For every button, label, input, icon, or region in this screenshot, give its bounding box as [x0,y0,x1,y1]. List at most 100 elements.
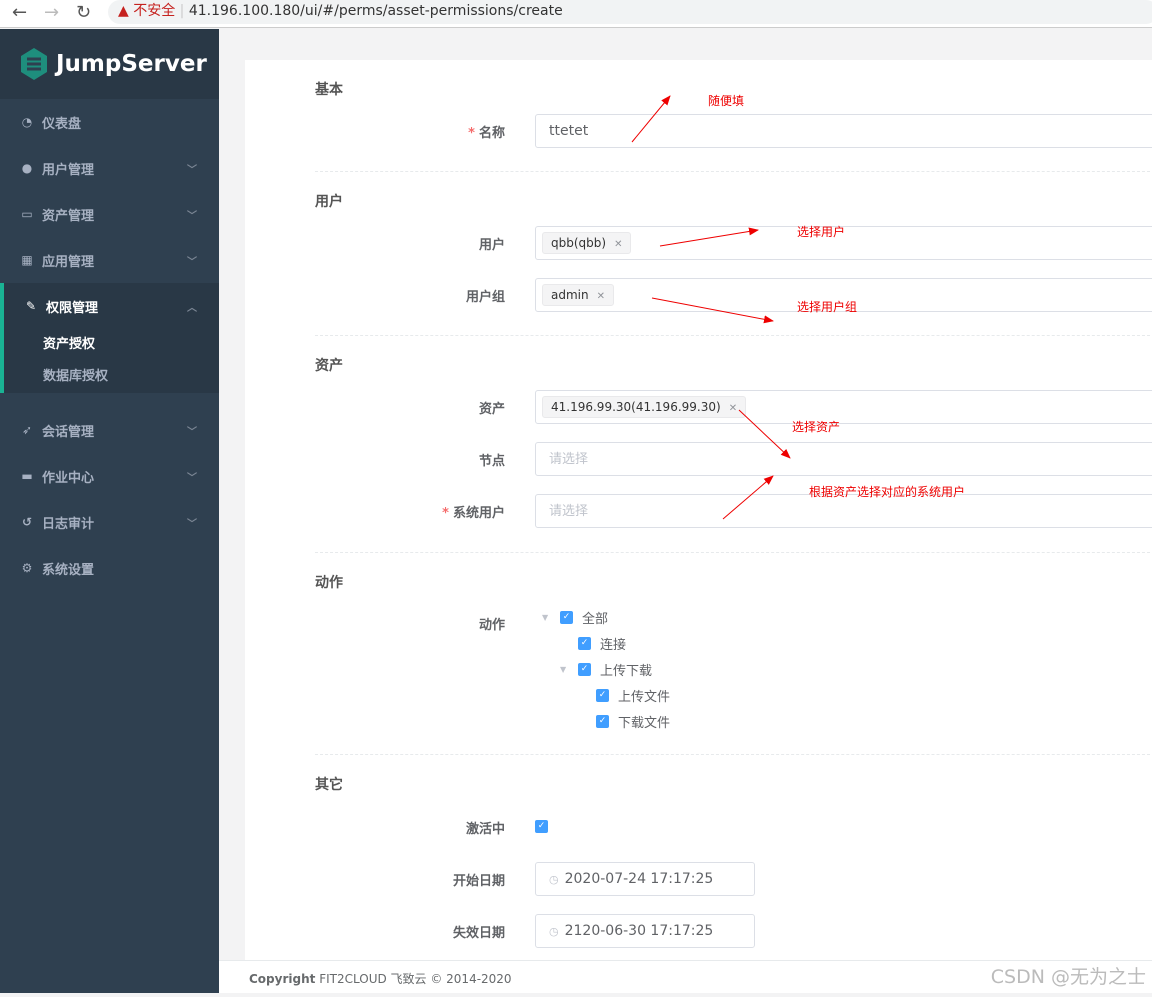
edit-icon: ✎ [25,299,37,313]
annotation-text: 选择用户组 [797,300,858,314]
jumpserver-logo-icon [21,48,47,80]
label: 用户管理 [42,162,95,178]
user-select[interactable]: qbb(qbb)✕ [535,226,1152,260]
checkbox-checked-icon[interactable]: ✓ [535,820,548,833]
footer: Copyright FIT2CLOUD 飞致云 © 2014-2020 [219,960,1152,993]
tree-node-upload[interactable]: ✓上传文件 [596,686,670,705]
sidebar-item-ops[interactable]: ▬作业中心﹀ [0,453,219,499]
section-basic: 基本 [315,82,343,98]
user-group-label: 用户组 [465,290,505,305]
checkbox-checked-icon[interactable]: ✓ [596,715,609,728]
checkbox-checked-icon[interactable]: ✓ [596,689,609,702]
tree-node-connect[interactable]: ✓连接 [578,634,626,653]
sidebar-item-applications[interactable]: ▦应用管理﹀ [0,237,219,283]
copyright-label: Copyright [249,972,316,986]
close-icon[interactable]: ✕ [614,239,623,250]
sidebar-item-perms[interactable]: ✎权限管理︿ [4,283,219,329]
divider [315,754,1152,755]
annotation-text: 随便填 [708,94,745,108]
annotation-arrow [631,95,671,143]
grid-icon: ▦ [21,253,33,267]
sidebar-subitem-asset-perms[interactable]: 资产授权 [43,337,96,352]
label: 日志审计 [42,516,95,532]
sidebar-item-sessions[interactable]: ➶会话管理﹀ [0,407,219,453]
browser-toolbar: ← → ↻ ▲ 不安全 | 41.196.100.180/ui/#/perms/… [0,0,1152,28]
section-actions: 动作 [315,575,343,591]
sidebar-item-dashboard[interactable]: ◔ 仪表盘 [0,99,219,145]
sidebar-item-settings[interactable]: ⚙ 系统设置 [0,545,219,591]
coffee-icon: ▬ [21,469,33,483]
actions-label: 动作 [478,618,505,633]
checkbox-checked-icon[interactable]: ✓ [578,663,591,676]
start-date-label: 开始日期 [452,874,505,889]
active-checkbox[interactable]: ✓ [535,820,557,833]
back-button[interactable]: ← [12,2,28,23]
annotation-text: 选择资产 [792,420,841,434]
url-text: 41.196.100.180/ui/#/perms/asset-permissi… [188,3,563,19]
end-date-input[interactable]: ◷2120-06-30 17:17:25 [535,914,755,948]
brand-name: JumpServer [56,51,207,77]
inbox-icon: ▭ [21,207,33,221]
user-group-select[interactable]: admin✕ [535,278,1152,312]
caret-down-icon[interactable]: ▼ [560,665,567,674]
sidebar-item-users[interactable]: ●用户管理﹀ [0,145,219,191]
annotation-text: 根据资产选择对应的系统用户 [809,485,966,499]
sidebar-item-assets[interactable]: ▭ 资产管理 ﹀ [0,191,219,237]
annotation-arrow [738,409,791,459]
warning-icon: ▲ [118,3,134,19]
user-tag: qbb(qbb)✕ [542,232,632,254]
close-icon[interactable]: ✕ [728,403,738,414]
rocket-icon: ➶ [21,423,33,437]
label: 仪表盘 [42,116,82,132]
close-icon[interactable]: ✕ [596,291,605,302]
sidebar-group-perms: ✎权限管理︿ 资产授权 数据库授权 [0,283,219,393]
chevron-down-icon: ﹀ [187,426,197,438]
name-input[interactable]: ttetet [535,114,1152,148]
sidebar: JumpServer ◔ 仪表盘 ● 用户管理 ﹀ ▭ 资产管理 ﹀ ▦应用管理﹀ ✎权限… [0,29,219,993]
divider [315,552,1152,553]
asset-select[interactable]: 41.196.99.30(41.196.99.30)✕ [535,390,1152,424]
divider [315,335,1152,336]
clock-icon: ◷ [549,925,559,938]
gears-icon: ⚙ [21,561,33,575]
dashboard-icon: ◔ [21,115,33,129]
form-card [245,60,1152,960]
reload-button[interactable]: ↻ [76,2,92,23]
caret-down-icon[interactable]: ▼ [542,613,549,622]
tree-node-all[interactable]: ▼✓全部 [542,611,609,627]
checkbox-checked-icon[interactable]: ✓ [560,611,573,624]
label: 系统设置 [42,562,95,578]
system-user-label: *系统用户 [442,506,505,521]
placeholder: 请选择 [549,452,589,467]
system-user-select[interactable]: 请选择 [535,494,1152,528]
chevron-down-icon: ﹀ [187,210,197,222]
tree-node-download[interactable]: ✓下载文件 [596,712,670,731]
sidebar-item-audits[interactable]: ↺ 日志审计 ﹀ [0,499,219,545]
tree-node-transfer[interactable]: ▼✓上传下载 [560,663,653,679]
user-label: 用户 [478,238,505,253]
end-date-label: 失效日期 [452,926,505,941]
active-label: 激活中 [465,822,505,837]
start-date-input[interactable]: ◷2020-07-24 17:17:25 [535,862,755,896]
clock-icon: ◷ [549,873,559,886]
asset-label: 资产 [478,402,505,417]
section-other: 其它 [315,777,343,793]
chevron-down-icon: ﹀ [187,518,197,530]
checkbox-checked-icon[interactable]: ✓ [578,637,591,650]
watermark: CSDN @无为之士 [990,966,1146,988]
logo[interactable]: JumpServer [0,29,219,99]
node-select[interactable]: 请选择 [535,442,1152,476]
chevron-down-icon: ﹀ [187,256,197,268]
label: 资产管理 [42,208,95,224]
annotation-arrow [722,475,774,520]
copyright-text: FIT2CLOUD 飞致云 © 2014-2020 [319,972,512,986]
section-users: 用户 [315,194,343,210]
address-bar[interactable]: ▲ 不安全 | 41.196.100.180/ui/#/perms/asset-… [108,0,1152,24]
history-icon: ↺ [21,515,33,529]
section-assets: 资产 [315,358,343,374]
users-icon: ● [21,161,33,175]
forward-button[interactable]: → [44,2,60,23]
sidebar-subitem-db-perms[interactable]: 数据库授权 [43,369,109,384]
divider [315,171,1152,172]
